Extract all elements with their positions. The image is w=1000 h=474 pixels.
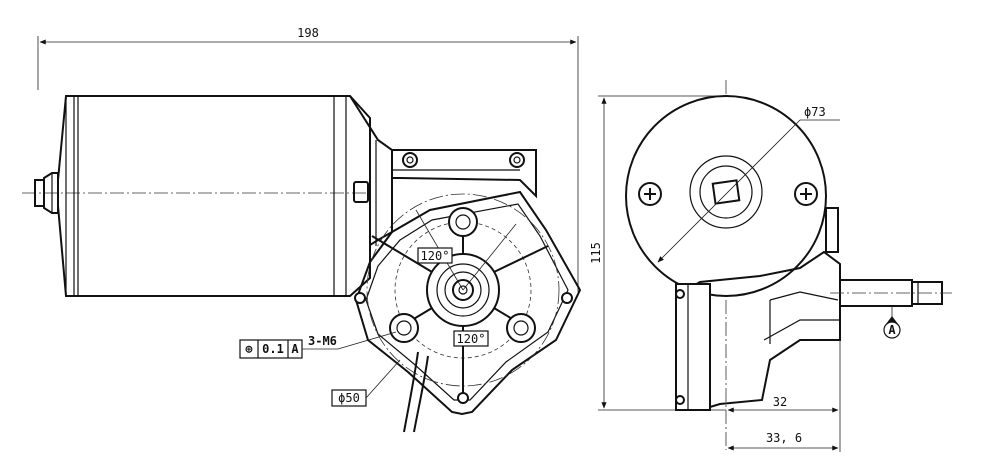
datum-marker: A: [883, 306, 901, 339]
dimension-overall-length: 198: [37, 26, 579, 292]
bolt-circle-label: ϕ50: [338, 391, 360, 405]
motor-gearbox-neck: [349, 95, 393, 246]
tolerance-frame: ⊕ 0.1 A: [239, 339, 303, 359]
housing-screw-right: [561, 292, 573, 304]
dimension-shaft-offset-total: 33, 6: [727, 431, 839, 451]
motor-diameter-label: ϕ73: [804, 105, 826, 119]
housing-screw-left: [354, 292, 366, 304]
datum-label: A: [888, 323, 896, 337]
tolerance-value: 0.1: [262, 342, 284, 356]
side-view: 198: [22, 26, 582, 433]
end-screw-left: [638, 182, 662, 206]
end-view: 115 ϕ73: [589, 80, 952, 452]
motor-diameter-callout: ϕ73: [657, 105, 840, 263]
dimension-shaft-offset: 32: [727, 340, 841, 452]
mount-hole-left: [389, 313, 419, 343]
dimension-height: 115: [589, 95, 726, 411]
tolerance-datum: A: [291, 342, 299, 356]
screw-spec-label: 3-M6: [308, 334, 337, 348]
dimension-shaft-offset-label: 32: [773, 395, 787, 409]
bolt-circle-callout: ϕ50: [331, 359, 401, 407]
flange-screw-left: [402, 152, 418, 168]
screw-callout: 3-M6: [302, 331, 397, 350]
lead-wires: [403, 351, 429, 433]
motor-body: [57, 95, 371, 297]
end-flange: [675, 283, 711, 411]
flange-screw-right: [509, 152, 525, 168]
mount-hole-top: [448, 207, 478, 237]
dimension-overall-length-label: 198: [297, 26, 319, 40]
angle-label-upper: 120°: [417, 247, 453, 264]
end-tab: [825, 207, 839, 253]
angle-label-lower: 120°: [453, 330, 489, 347]
output-shaft: [830, 279, 952, 307]
end-screw-right: [794, 182, 818, 206]
motor-end-circle: [625, 95, 827, 297]
tolerance-symbol: ⊕: [245, 342, 253, 356]
mounting-flange: [392, 149, 537, 199]
housing-screw-bottom: [457, 392, 469, 404]
svg-text:120°: 120°: [421, 249, 450, 263]
dimension-shaft-offset-total-label: 33, 6: [766, 431, 802, 445]
gearbox-housing: [354, 190, 582, 416]
mount-hole-right: [506, 313, 536, 343]
svg-text:120°: 120°: [457, 332, 486, 346]
dimension-height-label: 115: [589, 242, 603, 264]
